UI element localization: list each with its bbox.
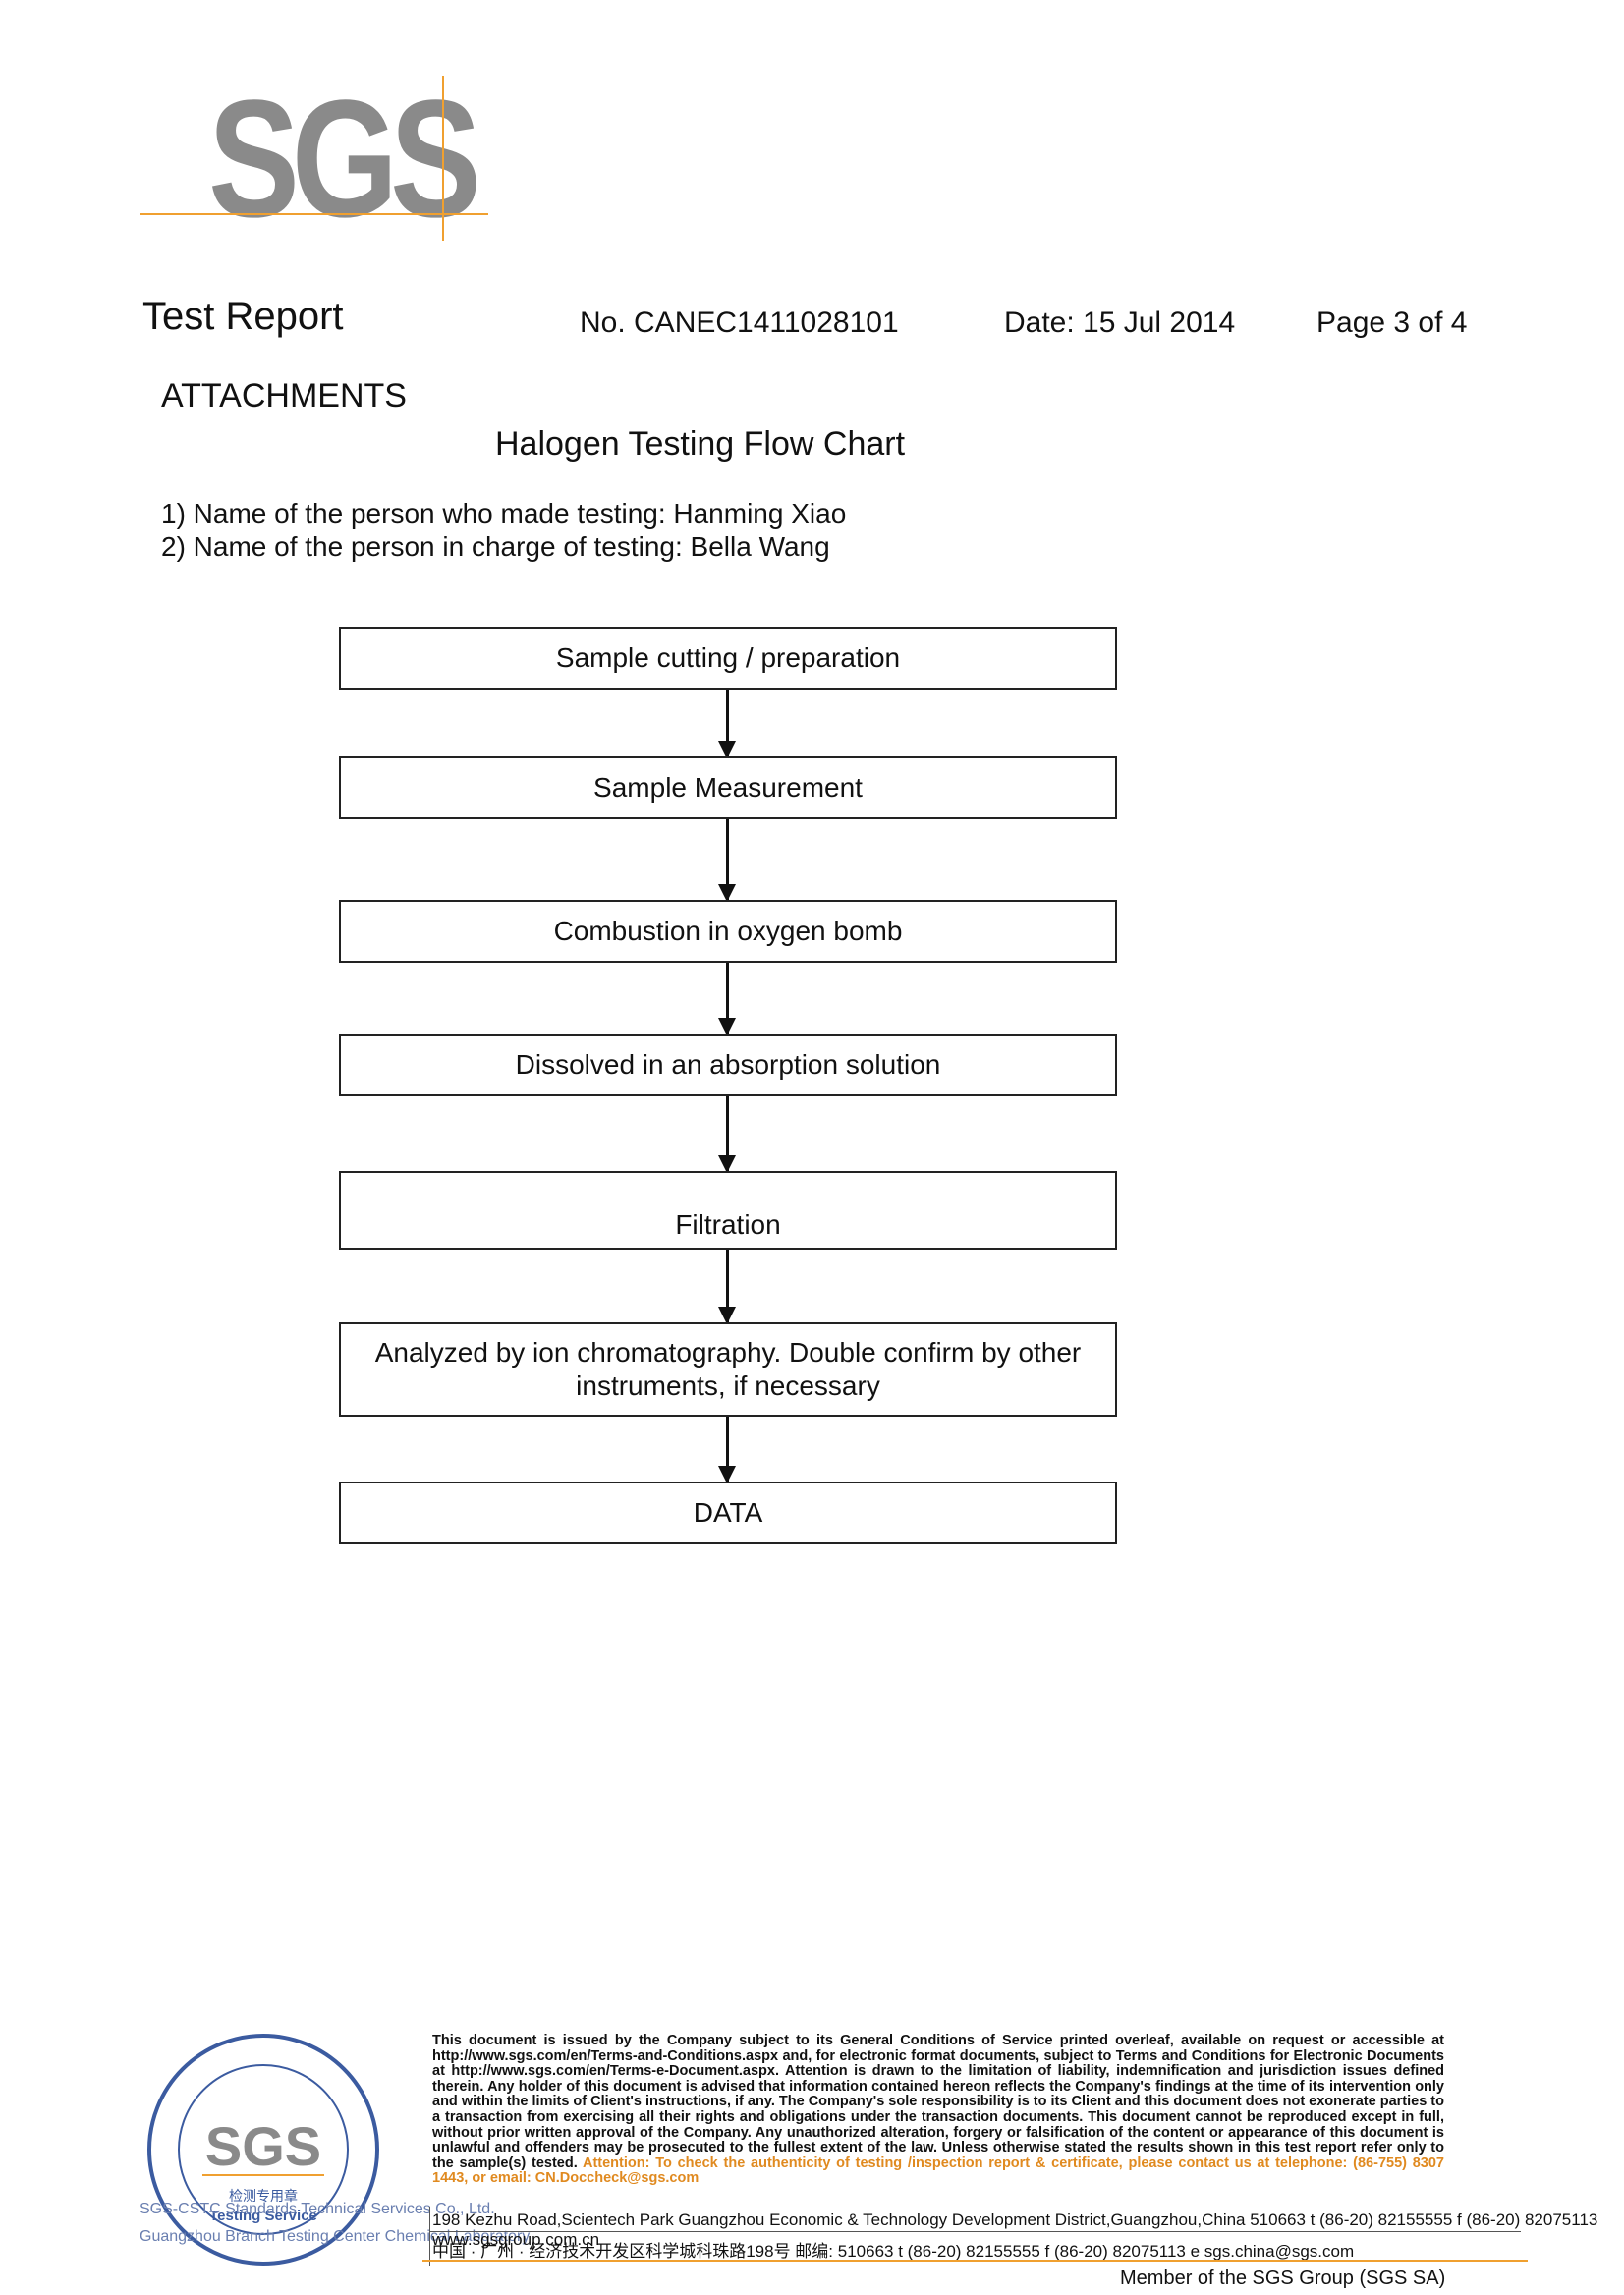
- flow-step: Sample Measurement: [339, 756, 1117, 819]
- flow-arrow: [718, 1096, 736, 1173]
- page-number: Page 3 of 4: [1316, 307, 1468, 339]
- legal-disclaimer: This document is issued by the Company s…: [432, 2033, 1444, 2187]
- footer-accent-rule: [422, 2260, 1528, 2262]
- flow-step: Analyzed by ion chromatography. Double c…: [339, 1322, 1117, 1417]
- tester-name: 1) Name of the person who made testing: …: [161, 498, 847, 529]
- flow-arrow: [718, 1250, 736, 1324]
- flow-step: Dissolved in an absorption solution: [339, 1034, 1117, 1096]
- report-date: Date: 15 Jul 2014: [1004, 307, 1236, 339]
- sgs-logo: SGS: [140, 71, 493, 246]
- section-heading: ATTACHMENTS: [161, 377, 407, 415]
- logo-horizontal-rule: [140, 213, 488, 215]
- address-english: 198 Kezhu Road,Scientech Park Guangzhou …: [432, 2211, 1598, 2249]
- flow-step-label: DATA: [693, 1497, 763, 1528]
- logo-vertical-rule: [442, 76, 444, 241]
- flow-arrow: [718, 690, 736, 758]
- flow-chart: Sample cutting / preparation Sample Meas…: [339, 627, 1125, 1555]
- address-chinese: 中国 · 广州 · 经济技术开发区科学城科珠路198号 邮编: 510663 t…: [432, 2242, 1355, 2261]
- report-number: No. CANEC1411028101: [580, 307, 899, 339]
- laboratory-name: Guangzhou Branch Testing Center Chemical…: [140, 2228, 531, 2245]
- stamp-line-1: 检测专用章: [229, 2188, 298, 2205]
- sgs-seal-stamp: SGS 检测专用章 Testing Service: [147, 2034, 379, 2266]
- report-title: Test Report: [142, 295, 344, 338]
- supervisor-name: 2) Name of the person in charge of testi…: [161, 532, 830, 562]
- authenticity-notice: Attention: To check the authenticity of …: [432, 2155, 1444, 2187]
- flow-step: Filtration: [339, 1171, 1117, 1250]
- flow-step-label: Combustion in oxygen bomb: [553, 916, 903, 946]
- flow-arrow: [718, 819, 736, 902]
- flow-step-label: Dissolved in an absorption solution: [515, 1049, 941, 1080]
- flow-chart-title: Halogen Testing Flow Chart: [495, 425, 906, 463]
- stamp-logo: SGS: [205, 2115, 321, 2177]
- member-note: Member of the SGS Group (SGS SA): [1120, 2267, 1446, 2289]
- disclaimer-text: This document is issued by the Company s…: [432, 2033, 1444, 2171]
- flow-step-label: Sample cutting / preparation: [555, 643, 901, 673]
- flow-step: Sample cutting / preparation: [339, 627, 1117, 690]
- flow-step: Combustion in oxygen bomb: [339, 900, 1117, 963]
- footer-rule: [430, 2231, 1521, 2232]
- company-name: SGS-CSTC Standards Technical Services Co…: [140, 2201, 495, 2217]
- flow-arrow: [718, 1417, 736, 1483]
- stamp-line-2: Testing Service: [209, 2208, 317, 2224]
- footer-vertical-rule: [429, 2207, 430, 2266]
- flow-step: DATA: [339, 1482, 1117, 1544]
- flow-step-label: Filtration: [675, 1209, 781, 1240]
- flow-step-label: Analyzed by ion chromatography. Double c…: [374, 1337, 1082, 1401]
- flow-arrow: [718, 963, 736, 1036]
- flow-step-label: Sample Measurement: [593, 772, 863, 803]
